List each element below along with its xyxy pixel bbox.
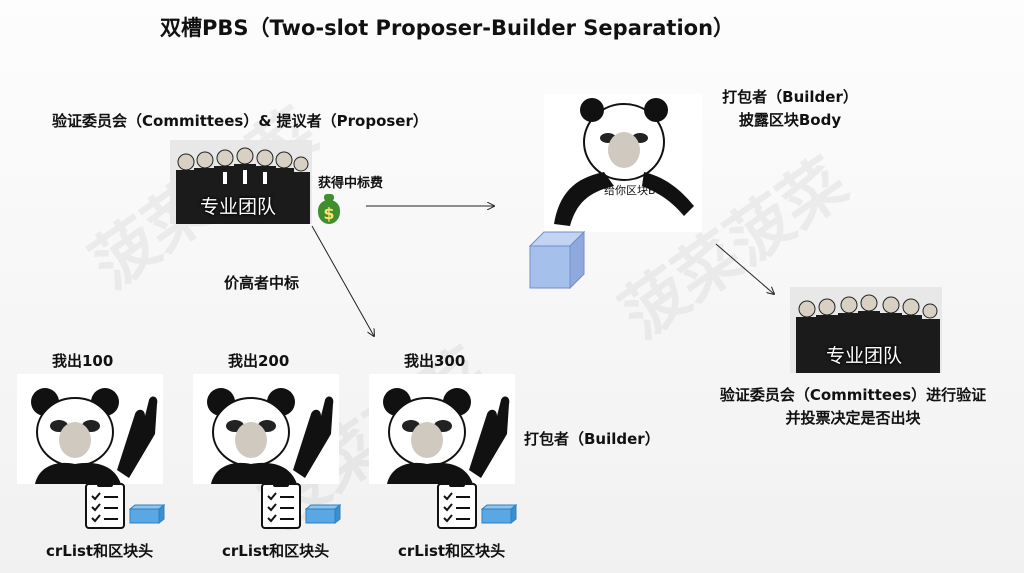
bid-label: 我出300 xyxy=(404,352,466,370)
verify-line2: 并投票决定是否出块 xyxy=(785,409,921,427)
builder-top-line1: 打包者（Builder） xyxy=(722,88,858,106)
team-figures-icon xyxy=(790,287,942,373)
panda-waving-image xyxy=(17,374,163,484)
panda-waving-image xyxy=(369,374,515,484)
crlist-header-label: crList和区块头 xyxy=(398,542,506,560)
crlist-header-label: crList和区块头 xyxy=(222,542,330,560)
highest-bid-label: 价高者中标 xyxy=(224,274,300,292)
checklist-clipboard-icon xyxy=(85,479,125,529)
panda-waving-icon xyxy=(383,388,510,484)
verify-label: 验证委员会（Committees）进行验证 并投票决定是否出块 xyxy=(688,384,1018,428)
panda-waving-icon xyxy=(207,388,334,484)
block-icon xyxy=(305,504,341,524)
builder-bottom-label: 打包者（Builder） xyxy=(524,430,660,448)
bid-label: 我出100 xyxy=(52,352,114,370)
crlist-header-label: crList和区块头 xyxy=(46,542,154,560)
builder-top-line2: 披露区块Body xyxy=(738,111,842,129)
block-icon xyxy=(129,504,165,524)
checklist-clipboard-icon xyxy=(261,479,301,529)
panda-give-body-image: 给你区块Body xyxy=(544,94,702,232)
committee-proposer-label: 验证委员会（Committees）& 提议者（Proposer） xyxy=(52,112,428,130)
verify-line1: 验证委员会（Committees）进行验证 xyxy=(719,386,987,404)
professional-team-image: 专业团队 xyxy=(790,287,942,373)
panda-waving-icon xyxy=(31,388,158,484)
give-body-label: 给你区块Body xyxy=(604,184,676,197)
money-bag-icon: $ xyxy=(318,194,340,224)
team-figures-icon xyxy=(170,140,312,224)
panda-reaching-icon xyxy=(554,98,694,226)
cube-icon xyxy=(528,230,586,290)
gain-fee-label: 获得中标费 xyxy=(318,176,384,191)
page-title: 双槽PBS（Two-slot Proposer-Builder Separati… xyxy=(160,16,735,40)
arrow-highest-bid xyxy=(311,225,374,336)
panda-waving-image xyxy=(193,374,339,484)
checklist-clipboard-icon xyxy=(437,479,477,529)
team-label: 专业团队 xyxy=(200,196,277,218)
builder-top-label: 打包者（Builder） 披露区块Body xyxy=(700,86,880,130)
arrow-to-committee xyxy=(715,243,774,294)
team-label: 专业团队 xyxy=(826,345,903,367)
block-icon xyxy=(481,504,517,524)
bid-label: 我出200 xyxy=(228,352,290,370)
professional-team-image: 专业团队 xyxy=(170,140,312,224)
